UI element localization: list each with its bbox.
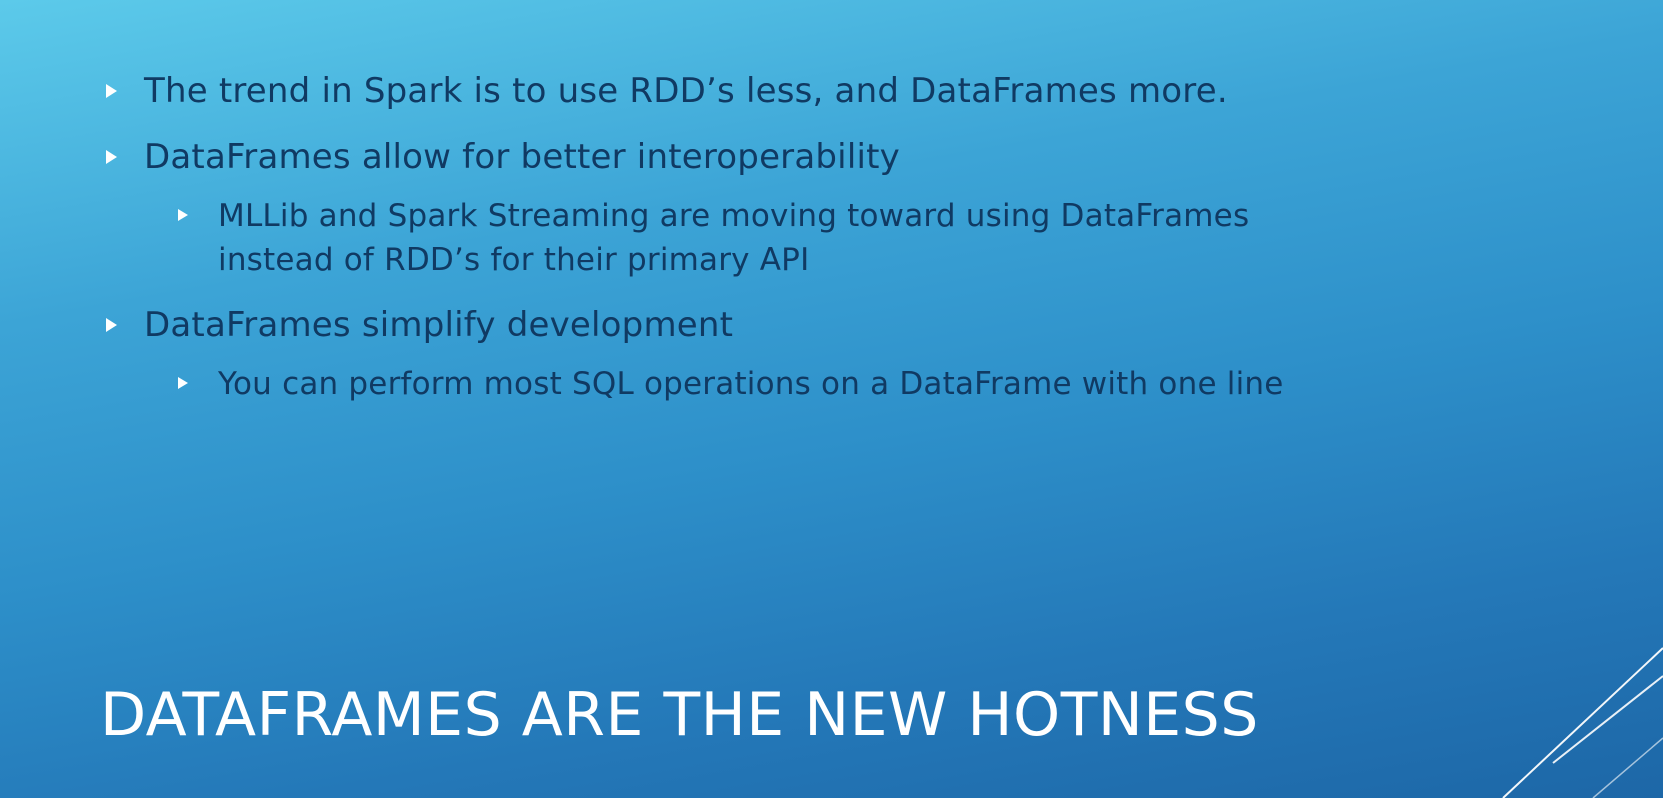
sub-bullet-arrow-icon xyxy=(178,209,188,221)
bullet-arrow-icon xyxy=(106,84,117,98)
sub-bullet-item: You can perform most SQL operations on a… xyxy=(100,362,1338,406)
sub-bullet-item: MLLib and Spark Streaming are moving tow… xyxy=(100,194,1338,282)
sub-bullet-text: MLLib and Spark Streaming are moving tow… xyxy=(218,198,1250,278)
bullet-item: The trend in Spark is to use RDD’s less,… xyxy=(100,70,1480,112)
slide-body: The trend in Spark is to use RDD’s less,… xyxy=(100,70,1480,428)
bullet-text: The trend in Spark is to use RDD’s less,… xyxy=(144,71,1228,111)
bullet-arrow-icon xyxy=(106,150,117,164)
bullet-text: DataFrames simplify development xyxy=(144,305,734,345)
bullet-arrow-icon xyxy=(106,318,117,332)
sub-bullet-text: You can perform most SQL operations on a… xyxy=(218,366,1284,402)
slide-title: DATAFRAMES ARE THE NEW HOTNESS xyxy=(100,680,1259,750)
bullet-item: DataFrames simplify development xyxy=(100,304,1480,346)
sub-bullet-arrow-icon xyxy=(178,377,188,389)
bullet-item: DataFrames allow for better interoperabi… xyxy=(100,136,1480,178)
bullet-text: DataFrames allow for better interoperabi… xyxy=(144,137,900,177)
corner-lines-icon xyxy=(1502,647,1663,798)
